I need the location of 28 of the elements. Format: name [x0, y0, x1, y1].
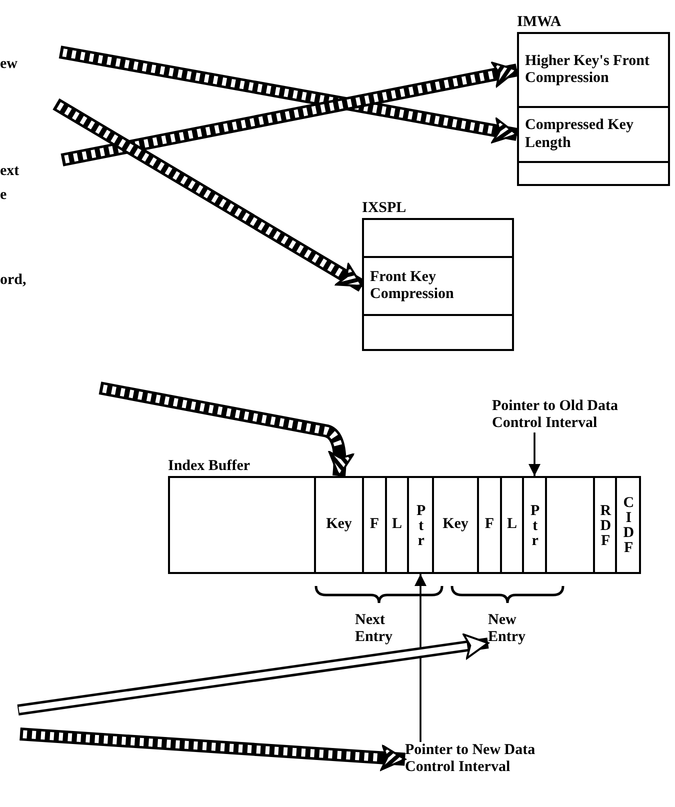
entry-label: Next Entry — [355, 612, 394, 646]
record-field: L — [385, 476, 409, 574]
entry-label: New Entry — [488, 612, 543, 646]
record-field: RDF — [593, 476, 617, 574]
record-field: Front Key Compression — [362, 256, 514, 316]
record-field: F — [362, 476, 387, 574]
empty-field — [545, 476, 595, 574]
record-field: Ptr — [522, 476, 547, 574]
record-field: L — [500, 476, 524, 574]
table-title: IXSPL — [362, 200, 408, 218]
empty-field — [517, 161, 670, 186]
cut-off-text: ord, — [0, 272, 28, 290]
record-field: Higher Key's Front Compression — [517, 32, 670, 108]
record-field: Ptr — [407, 476, 434, 574]
record-field: Key — [314, 476, 364, 574]
empty-field — [362, 218, 514, 258]
cut-off-text: e — [0, 187, 8, 204]
empty-field — [362, 314, 514, 351]
record-field: F — [477, 476, 502, 574]
table-title: IMWA — [517, 14, 562, 32]
pointer-note: Pointer to New Data Control Interval — [405, 742, 570, 776]
pointer-note: Pointer to Old Data Control Interval — [492, 398, 662, 432]
table-title: Index Buffer — [168, 458, 252, 476]
cut-off-text: ew — [0, 56, 18, 74]
record-field: Compressed Key Length — [517, 106, 670, 163]
record-field: Key — [432, 476, 479, 574]
record-field: CIDF — [615, 476, 641, 574]
cut-off-text: ext — [0, 163, 20, 180]
